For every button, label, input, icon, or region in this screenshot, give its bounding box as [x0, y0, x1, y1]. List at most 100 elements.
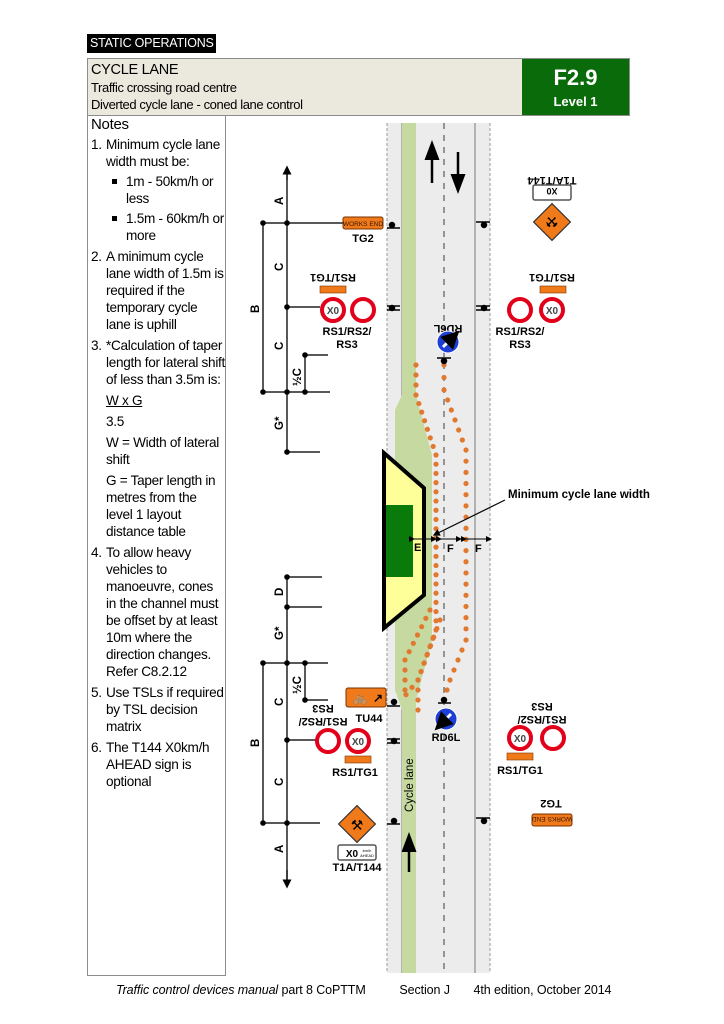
traffic-cone	[421, 660, 427, 666]
label-rs1-tg1-top-right: RS1/TG1	[529, 271, 575, 283]
traffic-cone	[409, 684, 415, 690]
note-bullet: 1m - 50km/h or less	[106, 173, 225, 207]
sign-keep-left-top	[436, 330, 460, 354]
cone-group	[402, 362, 469, 713]
definition-w: W = Width of lateral shift	[106, 435, 219, 467]
svg-text:🚲: 🚲	[353, 691, 368, 705]
traffic-cone	[431, 634, 437, 640]
traffic-cone	[403, 692, 409, 698]
traffic-cone	[413, 362, 419, 368]
traffic-cone	[463, 525, 469, 531]
traffic-cone	[463, 503, 469, 509]
dim-label-c3: C	[274, 698, 286, 706]
traffic-cone	[463, 581, 469, 587]
svg-text:km/h: km/h	[363, 848, 372, 853]
layout-code-badge: F2.9 Level 1	[522, 59, 629, 115]
page-subtitle-2: Diverted cycle lane - coned lane control	[91, 97, 303, 112]
layout-code: F2.9	[553, 65, 598, 90]
note-text: To allow heavy vehicles to manoeuvre, co…	[106, 545, 219, 679]
sign-speed-blank-bottom-right	[540, 725, 566, 751]
note-number: 3.	[91, 338, 102, 353]
notes-title: Notes	[91, 116, 129, 133]
sign-speed-blank-bottom-left	[315, 728, 341, 754]
dim-label-f1: F	[447, 543, 454, 555]
dim-label-c4: C	[274, 778, 286, 786]
traffic-cone	[402, 657, 408, 663]
note-number: 2.	[91, 249, 102, 264]
label-t1a-t144-bottom: T1A/T144	[333, 862, 383, 874]
dim-label-half-c-top: ½C	[292, 368, 304, 386]
note-item: 6. The T144 X0km/h AHEAD sign is optiona…	[88, 739, 225, 790]
traffic-cone	[447, 677, 453, 683]
sign-speed-x0-top-right: X0	[539, 297, 565, 323]
traffic-cone	[463, 469, 469, 475]
label-tg2-bottom: TG2	[540, 797, 561, 809]
traffic-cone	[433, 461, 439, 467]
footer-manual: Traffic control devices manual	[116, 983, 279, 997]
page-title: CYCLE LANE	[91, 62, 179, 78]
traffic-cone	[463, 626, 469, 632]
sign-speed-ahead-bottom: X0 km/h AHEAD	[337, 844, 377, 861]
traffic-cone	[463, 637, 469, 643]
category-label: STATIC OPERATIONS	[87, 34, 216, 53]
footer-edition: 4th edition, October 2014	[473, 983, 612, 997]
traffic-cone	[413, 372, 419, 378]
traffic-cone	[463, 447, 469, 453]
traffic-cone	[402, 677, 408, 683]
svg-text:WORKS END: WORKS END	[343, 221, 383, 228]
traffic-cone	[441, 387, 447, 393]
taper-formula: W x G 3.5 W = Width of lateral shift G =…	[106, 392, 225, 540]
traffic-cone	[433, 599, 439, 605]
svg-text:WORKS END: WORKS END	[532, 815, 572, 822]
dimension-nodes	[260, 220, 308, 826]
label-t1a-t144-top: T1A/T144	[527, 174, 577, 186]
sign-roadworks-bottom: ⚒	[337, 804, 377, 844]
traffic-cone	[463, 492, 469, 498]
traffic-cone	[448, 407, 454, 413]
dim-label-c1: C	[274, 263, 286, 271]
callout-line: Minimum cycle lane width	[508, 489, 650, 501]
dim-label-a-top: A	[274, 197, 286, 205]
note-bullet: 1.5m - 60km/h or more	[106, 210, 225, 244]
label-tu44: TU44	[356, 713, 384, 725]
sign-posts	[387, 221, 490, 825]
dimension-lines	[262, 170, 352, 882]
traffic-cone	[433, 489, 439, 495]
sign-speed-x0-bottom-left: X0	[345, 728, 371, 754]
traffic-cone	[413, 382, 419, 388]
label-rs3-bottom-right: RS3	[531, 700, 552, 712]
traffic-cone	[433, 470, 439, 477]
traffic-cone	[433, 572, 439, 578]
dim-label-d: D	[274, 588, 286, 596]
dim-label-b-bottom: B	[250, 739, 262, 747]
label-rs3-bottom-left: RS3	[312, 702, 333, 714]
traffic-cone	[459, 647, 465, 653]
cycle-lane-label: Cycle lane	[404, 758, 416, 812]
dim-label-e: E	[414, 542, 421, 554]
traffic-cone	[433, 544, 439, 550]
traffic-cone	[463, 603, 469, 610]
sign-temporary-top-left	[319, 285, 347, 294]
note-text: Minimum cycle lane width must be:	[106, 137, 220, 169]
dim-label-g-bottom: G*	[274, 626, 286, 640]
dim-label-b-top: B	[250, 305, 262, 313]
traffic-cone	[441, 374, 447, 381]
traffic-cone	[415, 687, 421, 693]
traffic-cone	[418, 668, 424, 675]
footer: Traffic control devices manual part 8 Co…	[116, 983, 612, 997]
note-text: *Calculation of taper length for lateral…	[106, 338, 225, 387]
traffic-cone	[433, 535, 439, 541]
traffic-cone	[423, 615, 429, 621]
svg-text:X0: X0	[327, 306, 340, 317]
note-number: 1.	[91, 137, 102, 152]
traffic-cone	[419, 409, 425, 415]
label-rs1-tg1-top-left: RS1/TG1	[310, 271, 356, 283]
svg-text:↗: ↗	[373, 691, 383, 705]
page-subtitle-1: Traffic crossing road centre	[91, 80, 237, 95]
traffic-cone	[456, 427, 462, 433]
note-number: 5.	[91, 685, 102, 700]
note-item: 5. Use TSLs if required by TSL decision …	[88, 684, 225, 735]
traffic-cone	[406, 649, 412, 655]
definition-g: G = Taper length in metres from the leve…	[106, 473, 216, 539]
